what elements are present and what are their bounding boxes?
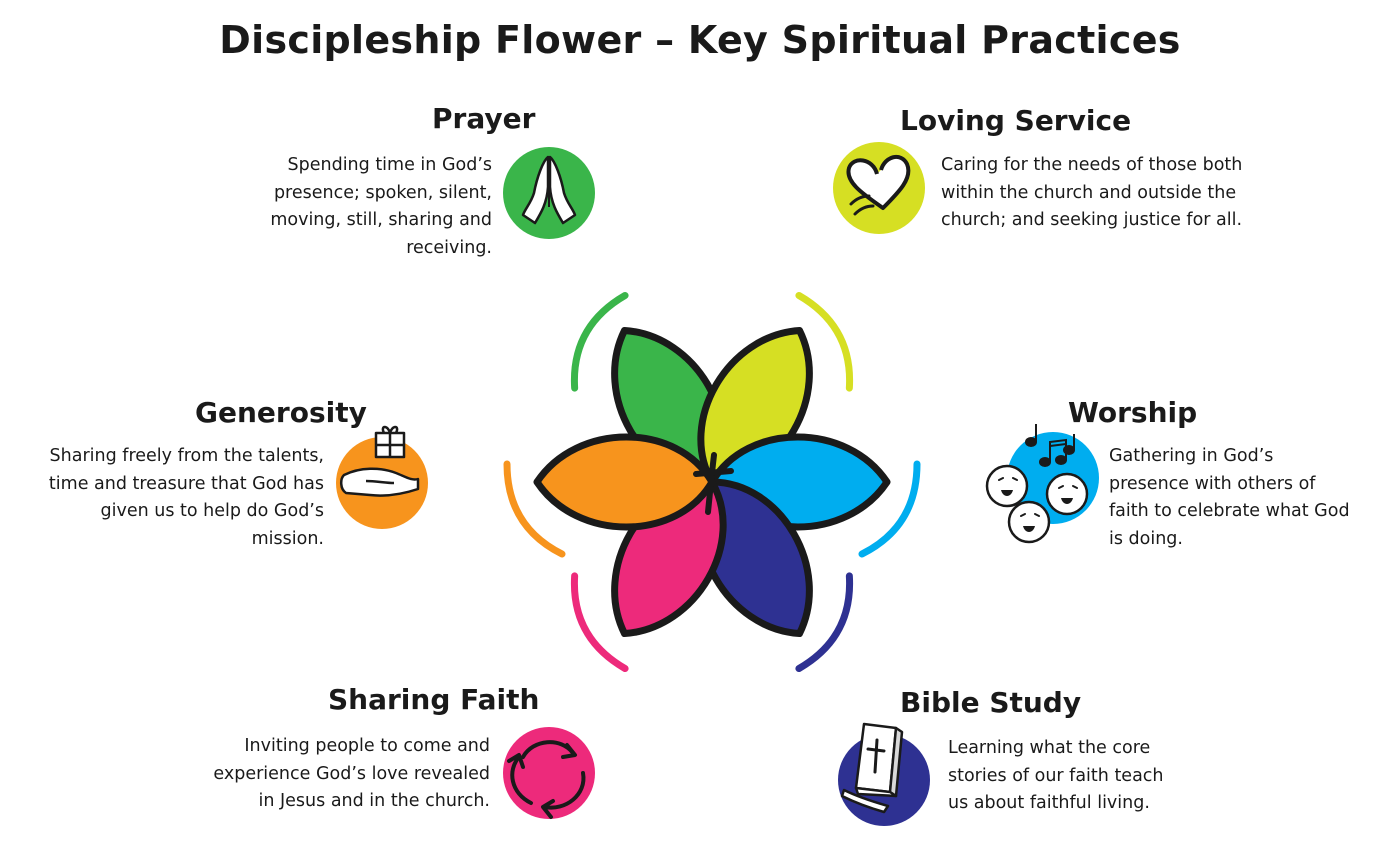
description-line: Inviting people to come and — [244, 736, 490, 756]
description-sharing-faith: Inviting people to come and experience G… — [160, 733, 490, 816]
cycle-arrows-icon — [507, 740, 586, 819]
description-line: stories of our faith teach — [948, 765, 1164, 786]
heading-prayer: Prayer — [432, 102, 536, 135]
description-bible-study: Learning what the core stories of our fa… — [948, 735, 1228, 818]
prayer-icon-circle — [503, 147, 595, 239]
description-line: moving, still, sharing and — [270, 210, 492, 230]
description-line: faith to celebrate what God — [1109, 501, 1350, 521]
heading-worship: Worship — [1068, 396, 1198, 429]
singing-faces-icon — [985, 424, 1089, 544]
description-line: given us to help do God’s — [100, 501, 324, 521]
description-line: Sharing freely from the talents, — [49, 446, 324, 466]
description-line: time and treasure that God has — [48, 473, 324, 494]
cross-icon — [693, 452, 734, 515]
description-line: in Jesus and in the church. — [258, 791, 490, 811]
description-line: us about faithful living. — [948, 793, 1150, 813]
bible-study-icon-circle — [838, 722, 930, 826]
worship-icon-circle — [985, 424, 1099, 544]
description-line: is doing. — [1109, 528, 1183, 549]
description-line: within the church and outside the — [941, 182, 1237, 203]
description-generosity: Sharing freely from the talents, time an… — [10, 443, 324, 553]
description-line: Learning what the core — [948, 738, 1151, 758]
description-line: experience God’s love revealed — [213, 763, 490, 784]
gift-hand-icon — [340, 425, 420, 497]
heading-loving-service: Loving Service — [900, 104, 1132, 137]
generosity-icon-circle — [336, 425, 428, 529]
description-line: mission. — [251, 528, 324, 549]
description-worship: Gathering in God’s presence with others … — [1109, 443, 1389, 553]
description-line: Spending time in God’s — [287, 155, 492, 175]
loving-service-icon-circle — [833, 142, 925, 234]
heading-sharing-faith: Sharing Faith — [328, 683, 540, 716]
description-loving-service: Caring for the needs of those both withi… — [941, 152, 1291, 235]
description-line: church; and seeking justice for all. — [941, 210, 1243, 230]
heart-icon — [846, 154, 911, 216]
description-line: presence with others of — [1109, 473, 1316, 494]
description-line: Caring for the needs of those both — [941, 155, 1243, 175]
sharing-faith-icon-circle — [503, 727, 595, 819]
page-title: Discipleship Flower – Key Spiritual Prac… — [219, 18, 1181, 62]
description-prayer: Spending time in God’s presence; spoken,… — [210, 152, 492, 262]
bible-icon — [840, 722, 904, 814]
description-line: Gathering in God’s — [1109, 446, 1274, 466]
description-line: receiving. — [406, 237, 492, 258]
description-line: presence; spoken, silent, — [273, 182, 492, 203]
heading-generosity: Generosity — [195, 396, 367, 429]
heading-bible-study: Bible Study — [900, 686, 1082, 719]
praying-hands-icon — [521, 155, 577, 225]
